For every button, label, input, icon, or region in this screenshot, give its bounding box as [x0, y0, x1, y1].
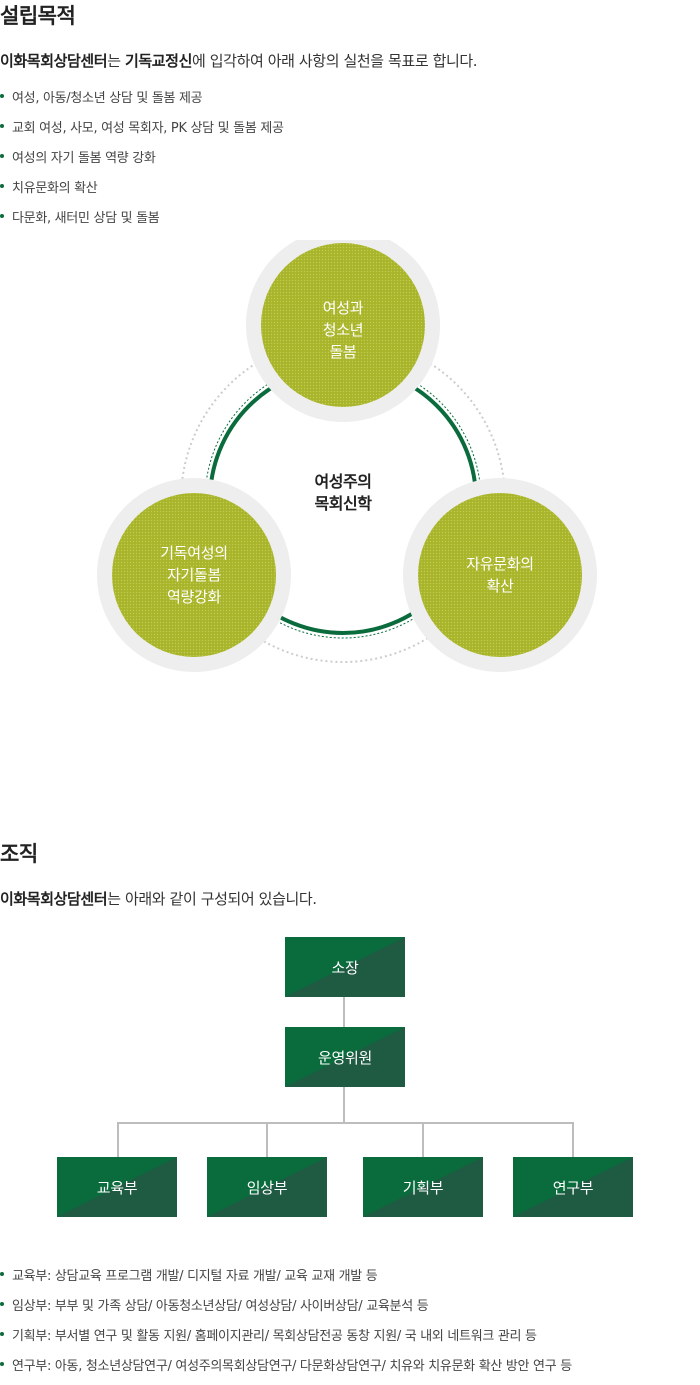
- org-title: 조직: [0, 842, 38, 866]
- list-item: 교회 여성, 사모, 여성 목회자, PK 상담 및 돌봄 제공: [0, 117, 284, 147]
- connector-line: [422, 1122, 424, 1157]
- bullet-icon: [0, 1272, 4, 1276]
- list-item-text: 치유문화의 확산: [12, 181, 98, 196]
- org-description-list: 교육부: 상담교육 프로그램 개발/ 디지털 자료 개발/ 교육 교재 개발 등…: [0, 1265, 572, 1385]
- top-label-line: 돌봄: [329, 343, 357, 361]
- list-item: 다문화, 새터민 상담 및 돌봄: [0, 207, 284, 237]
- right-label-line: 자유문화의: [466, 555, 534, 573]
- list-item-text: 여성, 아동/청소년 상담 및 돌봄 제공: [12, 91, 203, 106]
- right-circle-label: 자유문화의 확산: [440, 553, 560, 597]
- org-dept-clinical: 임상부: [207, 1157, 327, 1217]
- top-label-line: 여성과: [322, 299, 364, 317]
- connector-line: [343, 997, 345, 1027]
- purpose-intro: 이화목회상담센터는 기독교정신에 입각하여 아래 사항의 실천을 목표로 합니다…: [0, 50, 478, 71]
- intro-text-1: 는: [107, 52, 125, 70]
- list-item-text: 다문화, 새터민 상담 및 돌봄: [12, 211, 160, 226]
- org-intro-text: 는 아래와 같이 구성되어 있습니다.: [107, 890, 317, 908]
- left-label-line: 역량강화: [166, 588, 221, 606]
- values-diagram: [97, 240, 597, 672]
- connector-line: [572, 1122, 574, 1157]
- right-circle: [418, 493, 582, 657]
- org-head-box: 소장: [285, 937, 405, 997]
- left-label-line: 기독여성의: [160, 544, 228, 562]
- list-item-text: 기획부: 부서별 연구 및 활동 지원/ 홈페이지관리/ 목회상담전공 동창 지…: [12, 1329, 537, 1344]
- org-intro-center-name: 이화목회상담센터: [0, 890, 108, 908]
- bullet-icon: [0, 214, 4, 218]
- center-label: 여성주의 목회신학: [283, 471, 403, 515]
- connector-line: [343, 1087, 345, 1123]
- list-item-text: 교회 여성, 사모, 여성 목회자, PK 상담 및 돌봄 제공: [12, 121, 284, 136]
- org-intro: 이화목회상담센터는 아래와 같이 구성되어 있습니다.: [0, 888, 317, 909]
- intro-center-name: 이화목회상담센터: [0, 52, 108, 70]
- org-dept-research: 연구부: [513, 1157, 633, 1217]
- list-item: 연구부: 아동, 청소년상담연구/ 여성주의목회상담연구/ 다문화상담연구/ 치…: [0, 1355, 572, 1385]
- connector-line: [266, 1122, 268, 1157]
- bullet-icon: [0, 184, 4, 188]
- org-dept-education: 교육부: [57, 1157, 177, 1217]
- connector-line: [117, 1122, 574, 1124]
- org-committee-box: 운영위원: [285, 1027, 405, 1087]
- org-dept-planning: 기획부: [363, 1157, 483, 1217]
- list-item-text: 교육부: 상담교육 프로그램 개발/ 디지털 자료 개발/ 교육 교재 개발 등: [12, 1269, 378, 1284]
- left-circle: [112, 493, 276, 657]
- bullet-icon: [0, 1302, 4, 1306]
- intro-christian-spirit: 기독교정신: [124, 52, 192, 70]
- list-item-text: 연구부: 아동, 청소년상담연구/ 여성주의목회상담연구/ 다문화상담연구/ 치…: [12, 1359, 572, 1374]
- bullet-icon: [0, 94, 4, 98]
- list-item: 여성, 아동/청소년 상담 및 돌봄 제공: [0, 87, 284, 117]
- list-item: 기획부: 부서별 연구 및 활동 지원/ 홈페이지관리/ 목회상담전공 동창 지…: [0, 1325, 572, 1355]
- list-item: 교육부: 상담교육 프로그램 개발/ 디지털 자료 개발/ 교육 교재 개발 등: [0, 1265, 572, 1295]
- connector-line: [117, 1122, 119, 1157]
- list-item: 여성의 자기 돌봄 역량 강화: [0, 147, 284, 177]
- right-label-line: 확산: [486, 577, 514, 595]
- bullet-icon: [0, 154, 4, 158]
- list-item-text: 임상부: 부부 및 가족 상담/ 아동청소년상담/ 여성상담/ 사이버상담/ 교…: [12, 1299, 429, 1314]
- intro-text-2: 에 입각하여 아래 사항의 실천을 목표로 합니다.: [192, 52, 478, 70]
- center-label-line: 여성주의: [314, 472, 372, 491]
- list-item: 치유문화의 확산: [0, 177, 284, 207]
- center-label-line: 목회신학: [314, 494, 372, 513]
- bullet-icon: [0, 124, 4, 128]
- top-circle-label: 여성과 청소년 돌봄: [293, 297, 393, 363]
- bullet-icon: [0, 1362, 4, 1366]
- bullet-icon: [0, 1332, 4, 1336]
- top-label-line: 청소년: [322, 321, 364, 339]
- list-item: 임상부: 부부 및 가족 상담/ 아동청소년상담/ 여성상담/ 사이버상담/ 교…: [0, 1295, 572, 1325]
- purpose-title: 설립목적: [0, 4, 76, 28]
- list-item-text: 여성의 자기 돌봄 역량 강화: [12, 151, 156, 166]
- top-circle: [261, 243, 425, 407]
- purpose-list: 여성, 아동/청소년 상담 및 돌봄 제공 교회 여성, 사모, 여성 목회자,…: [0, 87, 284, 237]
- left-circle-label: 기독여성의 자기돌봄 역량강화: [134, 542, 254, 608]
- left-label-line: 자기돌봄: [166, 566, 221, 584]
